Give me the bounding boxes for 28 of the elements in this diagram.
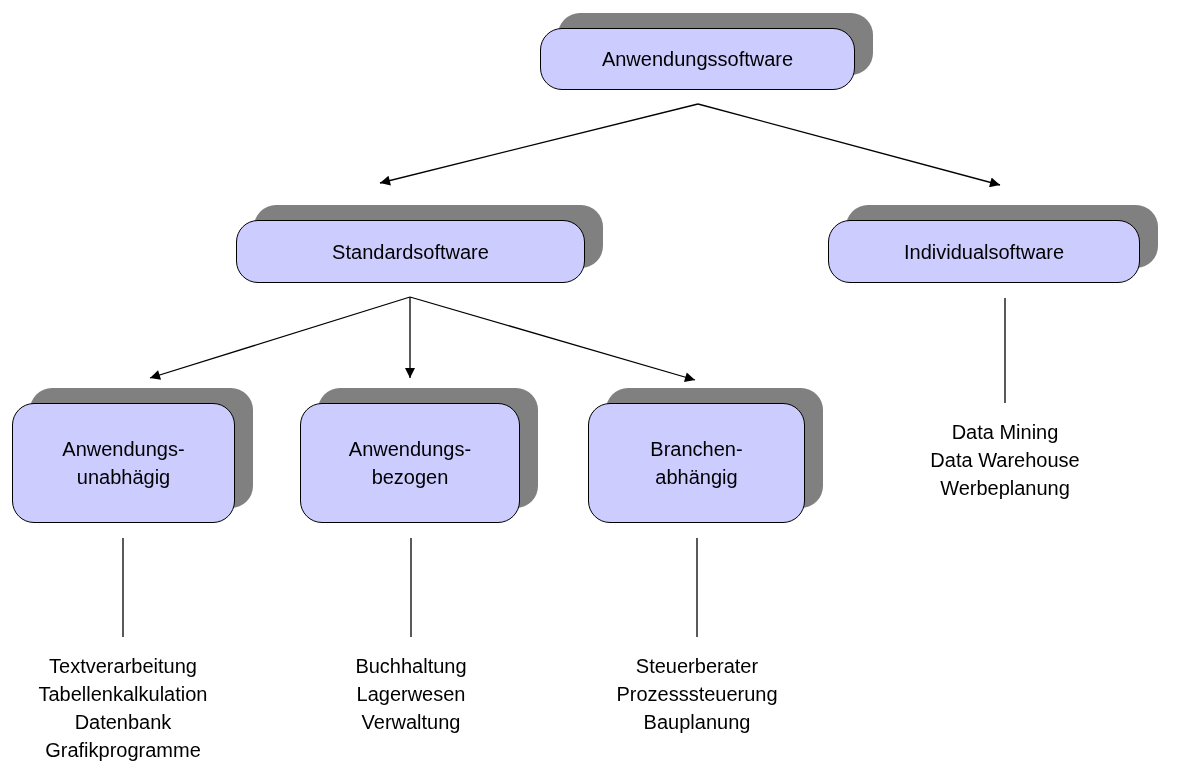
list-item-text: Werbeplanung	[940, 476, 1070, 501]
list-item-text: Data Mining	[951, 420, 1059, 445]
list-item-text: Steuerberater	[635, 654, 759, 679]
list-item-text: Data Warehouse	[930, 448, 1080, 473]
box-label: Standardsoftware	[332, 239, 489, 265]
connector-line	[122, 537, 124, 638]
box-label: Branchen- abhängig	[649, 437, 744, 490]
box-label: Anwendungssoftware	[601, 47, 794, 72]
list-item-text: Textverarbeitung	[49, 654, 197, 679]
list-item-text: Lagerwesen	[356, 682, 466, 707]
list-item-text: Verwaltung	[361, 710, 461, 735]
arrow	[409, 296, 696, 382]
list-item-text: Buchhaltung	[355, 654, 467, 679]
arrow	[405, 296, 415, 379]
list-item-text: Datenbank	[74, 710, 172, 735]
arrow	[149, 296, 411, 380]
box-label: Anwendungs- unabhägig	[61, 437, 186, 490]
list-item-text: Prozesssteuerung	[616, 682, 778, 707]
connector-line	[410, 537, 412, 638]
arrow	[379, 103, 699, 186]
box-label: Anwendungs- bezogen	[347, 437, 473, 490]
list-item-text: Tabellenkalkulation	[38, 682, 208, 707]
connector-line	[696, 537, 698, 638]
arrow	[697, 103, 1001, 188]
list-item-text: Grafikprogramme	[45, 738, 201, 763]
box-label: Individualsoftware	[903, 239, 1065, 265]
list-item-text: Bauplanung	[643, 710, 751, 735]
connector-line	[1004, 297, 1006, 404]
